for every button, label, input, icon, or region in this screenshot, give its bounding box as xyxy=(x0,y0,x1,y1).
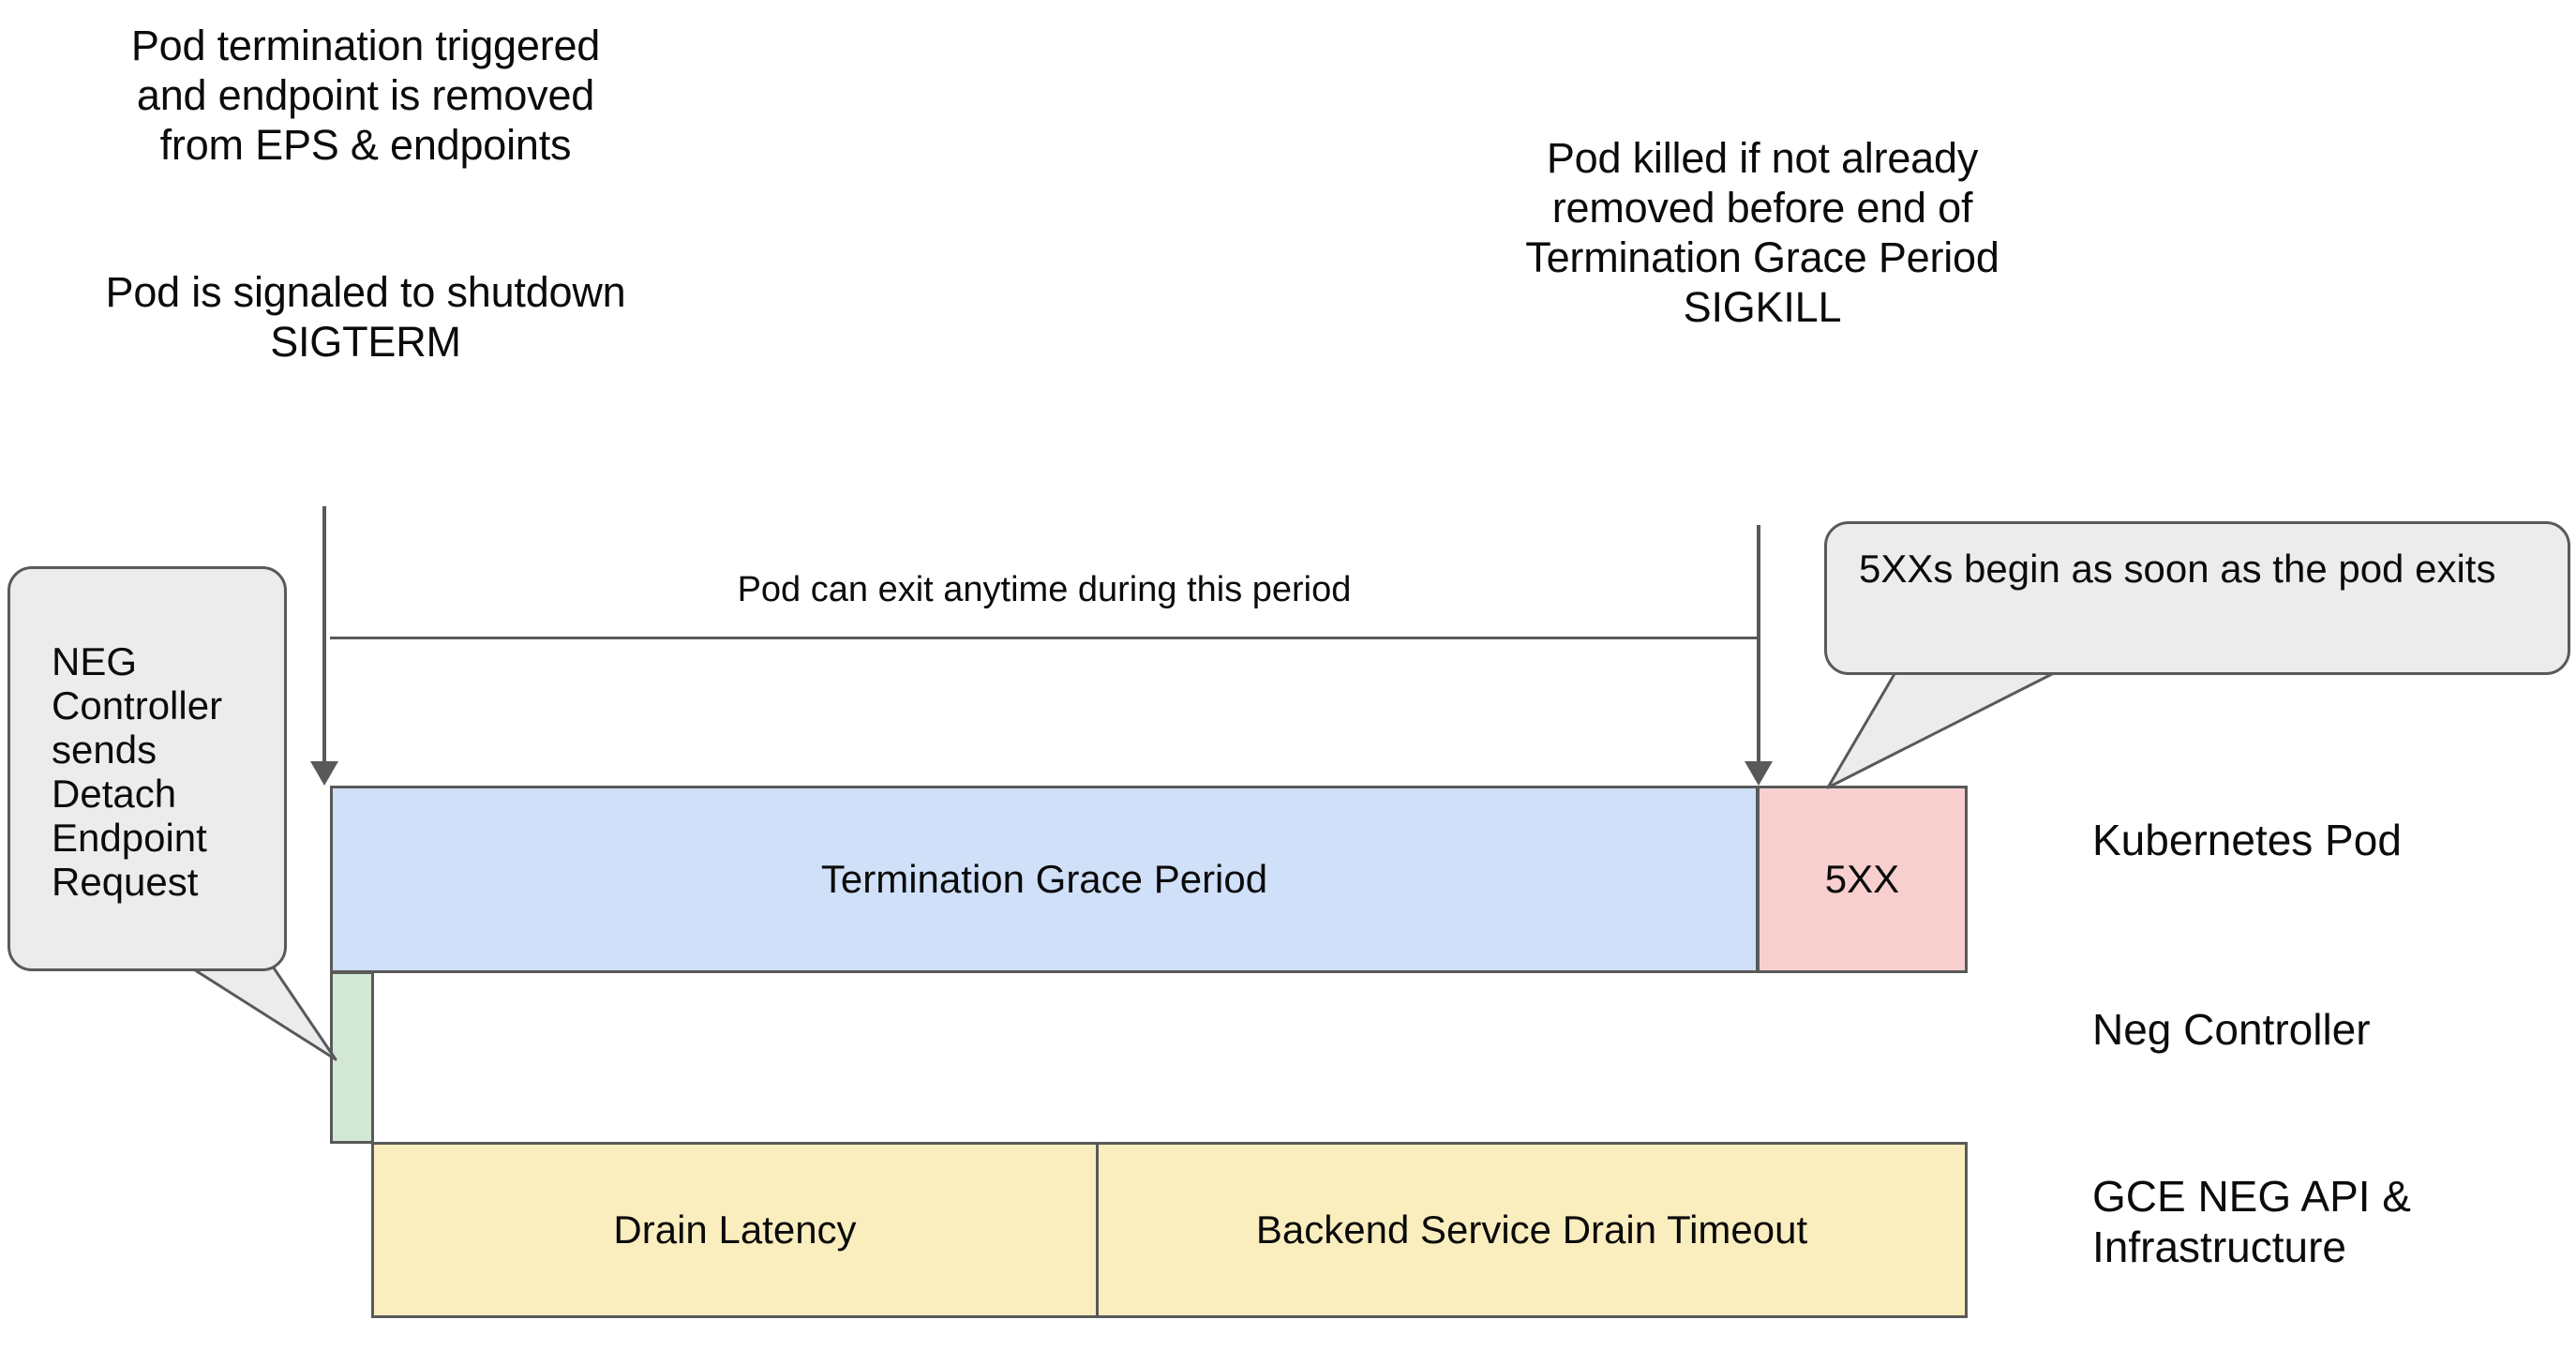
callout-neg-controller: NEG Controller sends Detach Endpoint Req… xyxy=(7,566,287,971)
note-pod-killed-sigkill: Pod killed if not already removed before… xyxy=(1525,134,1999,332)
lane-label-gce-neg-api: GCE NEG API & Infrastructure xyxy=(2092,1172,2411,1271)
bar-termination-grace-period: Termination Grace Period xyxy=(330,786,1759,973)
callout-5xx-begin-text: 5XXs begin as soon as the pod exits xyxy=(1859,547,2496,591)
note-pod-termination-triggered: Pod termination triggered and endpoint i… xyxy=(130,22,601,170)
callout-5xx-begin: 5XXs begin as soon as the pod exits xyxy=(1824,521,2570,675)
bar-drain-latency: Drain Latency xyxy=(371,1142,1099,1318)
bar-drain-latency-label: Drain Latency xyxy=(613,1208,857,1252)
bar-neg-detach xyxy=(330,971,374,1144)
arrow-head-sigkill xyxy=(1745,761,1773,786)
note-pod-signaled-shutdown: Pod is signaled to shutdown SIGTERM xyxy=(105,268,626,367)
span-rule xyxy=(330,637,1759,639)
callout-neg-controller-text: NEG Controller sends Detach Endpoint Req… xyxy=(52,639,223,905)
arrow-head-termination-start xyxy=(310,761,338,786)
arrow-line-termination-start xyxy=(322,506,326,778)
bar-backend-service-drain-timeout-label: Backend Service Drain Timeout xyxy=(1255,1208,1808,1252)
callout-tail-5xx-begin xyxy=(1826,666,2059,789)
bar-backend-service-drain-timeout: Backend Service Drain Timeout xyxy=(1096,1142,1968,1318)
span-label-pod-can-exit: Pod can exit anytime during this period xyxy=(737,570,1352,609)
bar-5xx-label: 5XX xyxy=(1824,857,1900,901)
bar-5xx: 5XX xyxy=(1757,786,1968,973)
arrow-line-sigkill xyxy=(1757,525,1760,778)
lane-label-kubernetes-pod: Kubernetes Pod xyxy=(2092,816,2402,864)
lane-label-neg-controller: Neg Controller xyxy=(2092,1005,2371,1054)
bar-termination-grace-period-label: Termination Grace Period xyxy=(820,857,1268,901)
